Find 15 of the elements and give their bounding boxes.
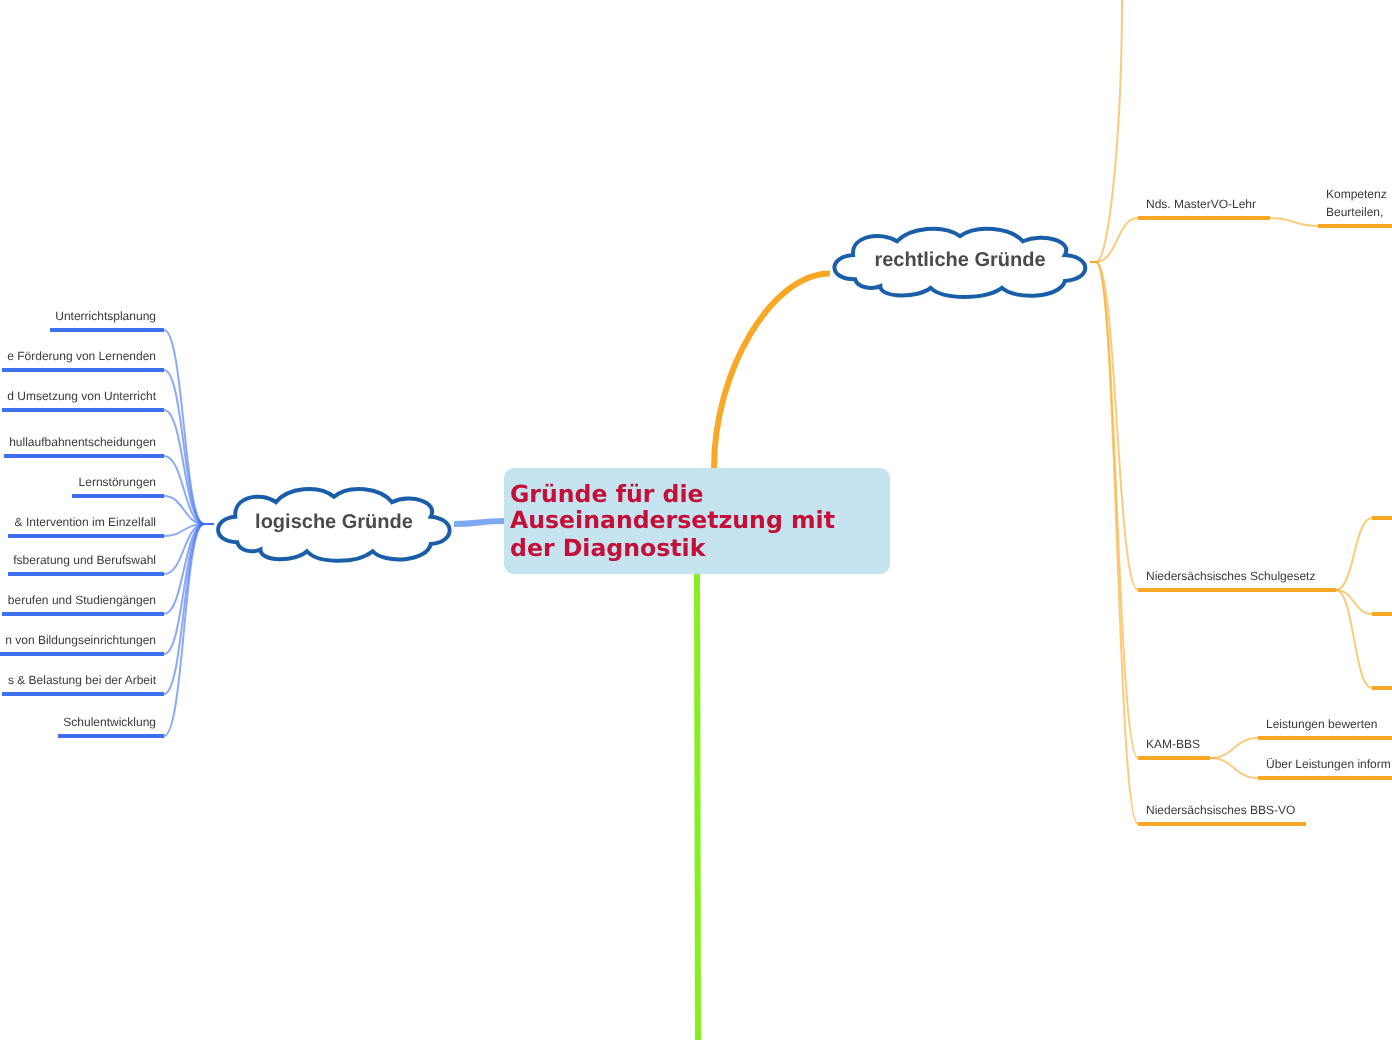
topic-title: logische Gründe: [255, 512, 413, 536]
topic-underline: [1372, 612, 1392, 616]
branch-line: [1335, 589, 1373, 689]
topic-title: rechtliche Gründe: [874, 250, 1046, 274]
central-topic-box: [504, 468, 890, 574]
branch-line: [711, 270, 831, 471]
branch-line: [1335, 589, 1373, 615]
branch-line: [694, 571, 701, 1040]
branch-line: [1269, 217, 1319, 227]
branch-line: [1209, 757, 1259, 779]
branch-line: [453, 518, 507, 527]
branch-line: [1335, 517, 1373, 591]
central-topic-title: Gründe für die Auseinandersetzung mit der Diagnostik: [510, 481, 837, 564]
topic-underline: [1372, 686, 1392, 690]
topic-underline: [1372, 516, 1392, 520]
